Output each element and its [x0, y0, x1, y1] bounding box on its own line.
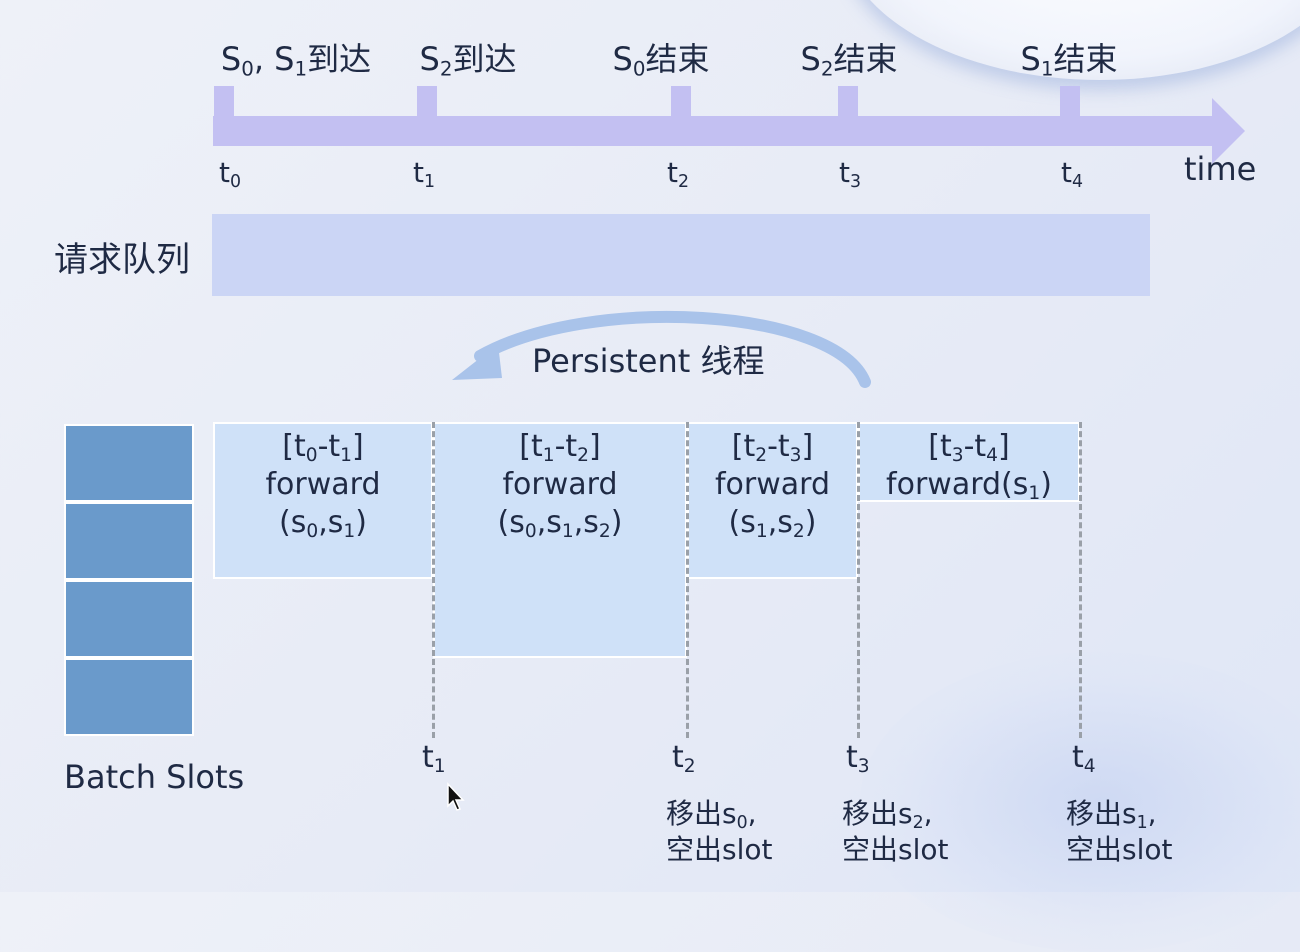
- axis-bar: [213, 116, 1218, 146]
- block-op: forward: [265, 467, 381, 502]
- queue-label: 请求队列: [54, 240, 190, 280]
- bottom-tick-label: t1: [422, 740, 446, 778]
- persistent-thread-label: Persistent 线程: [532, 342, 765, 380]
- batch-slot: [64, 580, 194, 658]
- forward-block: [t3-t4] forward(s1): [858, 422, 1080, 505]
- forward-block: [t1-t2] forward (s0,s1,s2): [433, 422, 687, 658]
- batch-slot: [64, 658, 194, 736]
- event-label: S2到达: [419, 40, 517, 81]
- axis-tick-0: [214, 86, 234, 118]
- removal-note: 移出s0, 空出slot: [666, 797, 773, 866]
- axis-tick-2: [671, 86, 691, 118]
- timeline-axis: [213, 86, 1245, 164]
- removal-note: 移出s1, 空出slot: [1066, 797, 1173, 866]
- block-args: (s0,s1,s2): [497, 505, 623, 543]
- axis-tick-4: [1060, 86, 1080, 118]
- batch-slots-label: Batch Slots: [64, 758, 245, 796]
- tick-label: t0: [218, 156, 242, 192]
- event-label: S1结束: [1020, 40, 1118, 81]
- axis-tick-3: [838, 86, 858, 118]
- time-divider: [857, 422, 860, 738]
- bottom-tick-label: t4: [1072, 740, 1096, 778]
- time-divider: [432, 422, 435, 738]
- event-label: S0结束: [612, 40, 710, 81]
- forward-block: [t0-t1] forward (s0,s1): [213, 422, 433, 579]
- batch-slot: [64, 502, 194, 580]
- block-op: forward: [714, 467, 831, 502]
- block-op: forward: [502, 467, 618, 502]
- tick-label: t4: [1060, 156, 1084, 192]
- time-divider: [1079, 422, 1082, 738]
- removal-note: 移出s2, 空出slot: [842, 797, 949, 866]
- tick-label: t2: [666, 156, 690, 192]
- mouse-cursor-icon: [447, 782, 465, 811]
- block-args: (s1,s2): [728, 505, 817, 543]
- event-label: S2结束: [800, 40, 898, 81]
- event-label: S0, S1到达: [220, 40, 372, 81]
- axis-arrowhead: [1212, 98, 1245, 164]
- persistent-arrow-icon: [452, 310, 871, 388]
- block-range: [t1-t2]: [519, 429, 601, 467]
- bottom-tick-label: t3: [846, 740, 870, 778]
- tick-label: t3: [838, 156, 862, 192]
- block-range: [t0-t1]: [282, 429, 364, 467]
- batch-slot: [64, 424, 194, 502]
- request-queue-bar: [212, 214, 1150, 296]
- forward-block: [t2-t3] forward (s1,s2): [687, 422, 858, 579]
- time-divider: [686, 422, 689, 738]
- axis-tick-1: [417, 86, 437, 118]
- bottom-tick-label: t2: [672, 740, 696, 778]
- tick-label: t1: [412, 156, 436, 192]
- block-range: [t3-t4]: [928, 429, 1010, 467]
- time-axis-label: time: [1184, 150, 1257, 188]
- block-op: forward(s1): [886, 467, 1052, 505]
- block-args: (s0,s1): [279, 505, 367, 543]
- block-range: [t2-t3]: [731, 429, 814, 467]
